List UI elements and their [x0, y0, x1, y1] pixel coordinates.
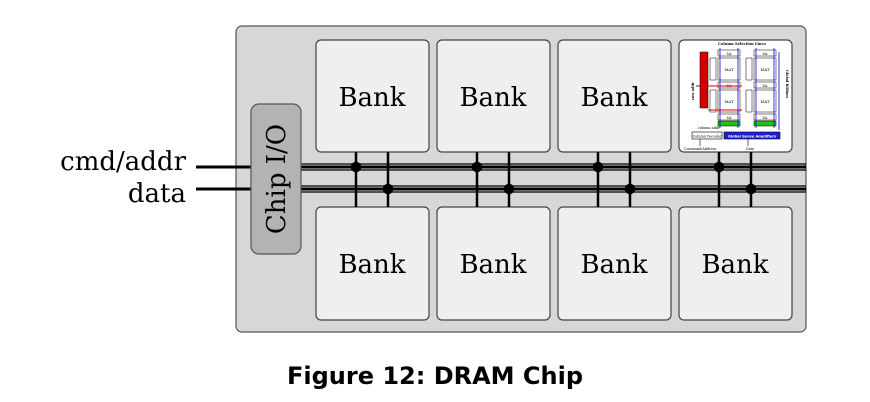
detail-gsa-label: Global Sense Amplifiers — [728, 135, 776, 139]
detail-sa-label: SA — [763, 116, 768, 120]
detail-mat-block — [717, 57, 741, 81]
detail-mat-block — [717, 89, 741, 113]
bank-label: Bank — [580, 250, 647, 280]
bank-top-1: Bank — [315, 39, 430, 153]
detail-global-bitlines-label: Global Bitlines — [785, 70, 789, 98]
detail-sa-label: SA — [727, 52, 732, 56]
bank-label: Bank — [459, 250, 526, 280]
detail-mat-block — [753, 57, 777, 81]
chip-io-block: Chip I/O — [250, 103, 302, 255]
detail-sa-block — [717, 81, 741, 89]
detail-global-wordline-decoder — [699, 51, 709, 109]
detail-row-addr-label: row addr — [691, 82, 695, 100]
signal-label-data: data — [128, 179, 186, 209]
detail-sa-label: SA — [763, 84, 768, 88]
detail-column-decoder — [691, 131, 723, 140]
bank-bottom-1: Bank — [315, 206, 430, 321]
bank-label: Bank — [338, 250, 405, 280]
bank-top-3: Bank — [557, 39, 672, 153]
bank-array: Bank Bank Bank Bank Bank Bank Bank — [315, 39, 793, 321]
detail-mat-label: MAT — [761, 99, 770, 104]
detail-sa-block — [753, 113, 777, 121]
detail-sa-block — [717, 113, 741, 121]
bank-top-2: Bank — [436, 39, 551, 153]
bank-bottom-2: Bank — [436, 206, 551, 321]
bank-connections — [350, 152, 757, 207]
bank-detail: Column Selection Lines row addr Global B… — [678, 39, 793, 153]
detail-mat-label: MAT — [725, 99, 734, 104]
detail-global-sense-amplifiers — [723, 131, 781, 140]
bank-bottom-4: Bank — [678, 206, 793, 321]
bank-label: Bank — [338, 83, 405, 113]
detail-data-label: Data — [746, 147, 754, 151]
detail-mat-label: MAT — [725, 67, 734, 72]
detail-top-label: Column Selection Lines — [718, 42, 766, 46]
detail-sa-label: SA — [763, 52, 768, 56]
detail-sa-block — [753, 81, 777, 89]
figure-caption: Figure 12: DRAM Chip — [286, 362, 584, 390]
chip-io-label: Chip I/O — [262, 124, 292, 234]
detail-sa-block — [753, 49, 777, 57]
detail-command-address-label: Command/Address — [684, 147, 717, 151]
signal-label-cmd-addr: cmd/addr — [60, 147, 186, 177]
detail-mat-block — [753, 89, 777, 113]
detail-column-addr-label: column addr — [698, 126, 720, 130]
bank-label: Bank — [459, 83, 526, 113]
bank-label: Bank — [580, 83, 647, 113]
bank-bottom-3: Bank — [557, 206, 672, 321]
detail-sa-label: SA — [727, 116, 732, 120]
bank-label: Bank — [701, 250, 768, 280]
detail-mat-label: MAT — [761, 67, 770, 72]
detail-column-decoder-label: Column Decoder — [693, 135, 722, 139]
detail-sa-block — [717, 49, 741, 57]
